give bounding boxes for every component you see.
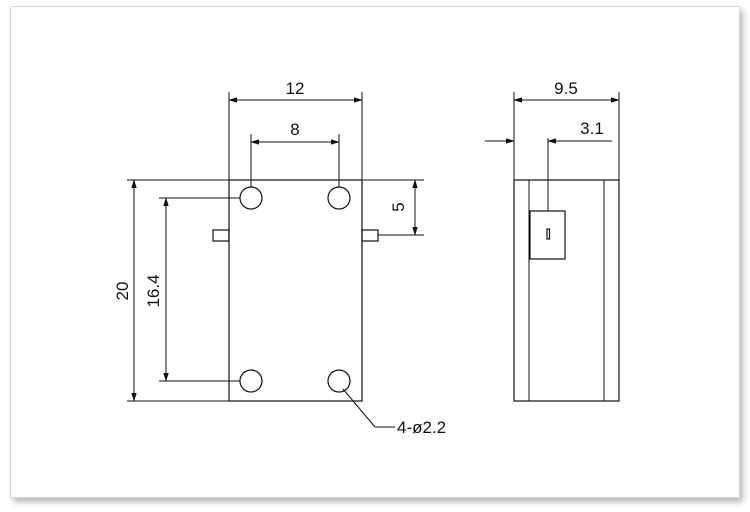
- hole-callout-label: 4-ø2.2: [397, 418, 446, 437]
- depth-label: 9.5: [554, 79, 578, 98]
- hole-spacing-x-label: 8: [290, 120, 299, 139]
- dimension-hole-spacing-y: 16.4: [144, 197, 240, 382]
- side-view: 9.5 3.1: [485, 79, 620, 402]
- side-pin: [546, 228, 551, 240]
- hole-callout: 4-ø2.2: [342, 388, 446, 437]
- pin-offset-label: 5: [389, 202, 408, 211]
- dimension-width: 12: [228, 79, 363, 180]
- left-pin: [212, 229, 230, 242]
- right-pin: [361, 229, 379, 242]
- dimension-height: 20: [113, 179, 229, 402]
- dimension-pin-offset: 5: [362, 179, 424, 236]
- dimension-depth: 9.5: [513, 79, 620, 180]
- mounting-hole-bottom-right: [327, 369, 351, 393]
- front-body-outline: [228, 179, 363, 402]
- side-body-outline: [513, 179, 620, 402]
- height-label: 20: [113, 282, 132, 301]
- mounting-hole-bottom-left: [239, 369, 263, 393]
- width-label: 12: [286, 79, 305, 98]
- front-view: 12 8 20 16.4 5: [113, 79, 446, 437]
- dimension-pin-position: 3.1: [485, 119, 612, 144]
- dimension-hole-spacing-x: 8: [250, 120, 340, 187]
- hole-spacing-y-label: 16.4: [144, 274, 163, 307]
- mounting-hole-top-left: [239, 186, 263, 210]
- pin-position-label: 3.1: [580, 119, 604, 138]
- mounting-hole-top-right: [327, 186, 351, 210]
